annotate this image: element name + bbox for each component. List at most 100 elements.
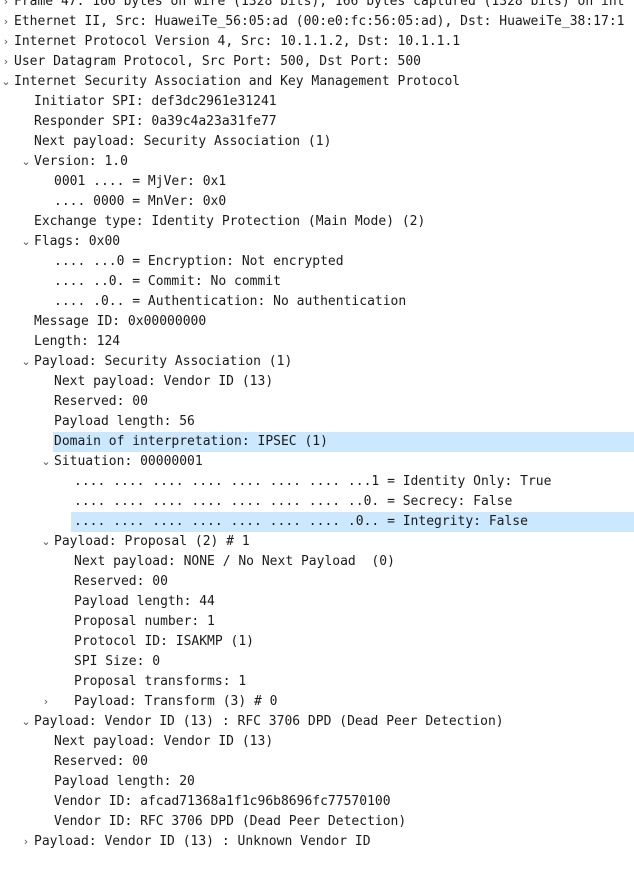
tree-row-label: Frame 47: 166 bytes on wire (1328 bits),… <box>14 0 625 9</box>
tree-row[interactable]: .... .... .... .... .... .... .... ...1 … <box>0 472 634 492</box>
chevron-right-icon[interactable]: › <box>3 55 9 68</box>
tree-row-label: Reserved: 00 <box>54 394 148 409</box>
tree-row[interactable]: ⌄Flags: 0x00 <box>0 232 634 252</box>
chevron-right-icon[interactable]: › <box>3 35 9 48</box>
tree-row-label: Protocol ID: ISAKMP (1) <box>74 634 255 649</box>
tree-row-label: Proposal number: 1 <box>74 614 215 629</box>
tree-row-label: .... .... .... .... .... .... .... ..0. … <box>74 494 513 509</box>
tree-row-label: Next payload: Vendor ID (13) <box>54 734 274 749</box>
tree-row[interactable]: › Frame 47: 166 bytes on wire (1328 bits)… <box>0 0 634 12</box>
tree-row[interactable]: Exchange type: Identity Protection (Main… <box>0 212 634 232</box>
tree-row[interactable]: ⌄Situation: 00000001 <box>0 452 634 472</box>
tree-row-label: Proposal transforms: 1 <box>74 674 247 689</box>
tree-row[interactable]: .... ...0 = Encryption: Not encrypted <box>0 252 634 272</box>
tree-row[interactable]: .... .0.. = Authentication: No authentic… <box>0 292 634 312</box>
tree-row[interactable]: › User Datagram Protocol, Src Port: 500, … <box>0 52 634 72</box>
tree-row[interactable]: ⌄Version: 1.0 <box>0 152 634 172</box>
tree-row-label: Situation: 00000001 <box>54 454 203 469</box>
tree-row-label: Domain of interpretation: IPSEC (1) <box>54 434 328 449</box>
tree-row-label: Internet Security Association and Key Ma… <box>14 74 461 89</box>
tree-row[interactable]: Vendor ID: afcad71368a1f1c96b8696fc77570… <box>0 792 634 812</box>
chevron-down-icon[interactable]: ⌄ <box>1 75 11 88</box>
tree-row[interactable]: Vendor ID: RFC 3706 DPD (Dead Peer Detec… <box>0 812 634 832</box>
tree-row[interactable]: Payload length: 56 <box>0 412 634 432</box>
tree-row-label: Payload length: 44 <box>74 594 215 609</box>
tree-row[interactable]: Payload length: 44 <box>0 592 634 612</box>
chevron-down-icon[interactable]: ⌄ <box>21 355 31 368</box>
tree-row-label: .... 0000 = MnVer: 0x0 <box>54 194 227 209</box>
tree-row[interactable]: Reserved: 00 <box>0 572 634 592</box>
tree-row[interactable]: › Internet Protocol Version 4, Src: 10.1.… <box>0 32 634 52</box>
tree-row[interactable]: Next payload: Vendor ID (13) <box>0 732 634 752</box>
tree-row-label: Reserved: 00 <box>54 754 148 769</box>
tree-row[interactable]: Responder SPI: 0a39c4a23a31fe77 <box>0 112 634 132</box>
tree-row[interactable]: Proposal transforms: 1 <box>0 672 634 692</box>
tree-row-label: .... .... .... .... .... .... .... .0.. … <box>74 514 528 529</box>
chevron-right-icon[interactable]: › <box>3 0 9 8</box>
tree-row-label: Vendor ID: RFC 3706 DPD (Dead Peer Detec… <box>54 814 407 829</box>
tree-row-label: 0001 .... = MjVer: 0x1 <box>54 174 227 189</box>
tree-row-label: Reserved: 00 <box>74 574 168 589</box>
tree-row-label: Message ID: 0x00000000 <box>34 314 207 329</box>
tree-row[interactable]: Protocol ID: ISAKMP (1) <box>0 632 634 652</box>
tree-row-label: Payload: Vendor ID (13) : RFC 3706 DPD (… <box>34 714 504 729</box>
tree-row-label: Responder SPI: 0a39c4a23a31fe77 <box>34 114 277 129</box>
tree-row[interactable]: Domain of interpretation: IPSEC (1) <box>53 432 634 452</box>
tree-row-label: Next payload: Security Association (1) <box>34 134 332 149</box>
tree-row[interactable]: Payload length: 20 <box>0 772 634 792</box>
tree-row-label: .... ..0. = Commit: No commit <box>54 274 281 289</box>
tree-row-label: Exchange type: Identity Protection (Main… <box>34 214 426 229</box>
tree-row[interactable]: › Ethernet II, Src: HuaweiTe_56:05:ad (00… <box>0 12 634 32</box>
tree-row-label: Payload length: 20 <box>54 774 195 789</box>
tree-row-label: Next payload: NONE / No Next Payload (0) <box>74 554 395 569</box>
tree-row[interactable]: ⌄Payload: Security Association (1) <box>0 352 634 372</box>
tree-row[interactable]: ⌄Payload: Vendor ID (13) : RFC 3706 DPD … <box>0 712 634 732</box>
tree-row[interactable]: Reserved: 00 <box>0 752 634 772</box>
tree-row[interactable]: SPI Size: 0 <box>0 652 634 672</box>
tree-row[interactable]: Initiator SPI: def3dc2961e31241 <box>0 92 634 112</box>
chevron-down-icon[interactable]: ⌄ <box>41 535 51 548</box>
tree-row-label: Flags: 0x00 <box>34 234 121 249</box>
tree-row[interactable]: Message ID: 0x00000000 <box>0 312 634 332</box>
chevron-right-icon[interactable]: › <box>3 15 9 28</box>
tree-row-label: .... .... .... .... .... .... .... ...1 … <box>74 474 552 489</box>
tree-row-label: Vendor ID: afcad71368a1f1c96b8696fc77570… <box>54 794 391 809</box>
tree-row[interactable]: 0001 .... = MjVer: 0x1 <box>0 172 634 192</box>
chevron-down-icon[interactable]: ⌄ <box>21 155 31 168</box>
tree-row[interactable]: ⌄Payload: Proposal (2) # 1 <box>0 532 634 552</box>
tree-row[interactable]: .... 0000 = MnVer: 0x0 <box>0 192 634 212</box>
tree-row-label: Next payload: Vendor ID (13) <box>54 374 274 389</box>
tree-row[interactable]: Reserved: 00 <box>0 392 634 412</box>
tree-row-label: SPI Size: 0 <box>74 654 161 669</box>
chevron-down-icon[interactable]: ⌄ <box>41 455 51 468</box>
tree-row-label: Payload length: 56 <box>54 414 195 429</box>
tree-row[interactable]: .... .... .... .... .... .... .... .0.. … <box>71 512 634 532</box>
tree-row[interactable]: .... .... .... .... .... .... .... ..0. … <box>0 492 634 512</box>
tree-row-label: Internet Protocol Version 4, Src: 10.1.1… <box>14 34 461 49</box>
tree-row-label: Payload: Proposal (2) # 1 <box>54 534 250 549</box>
tree-row[interactable]: Next payload: Vendor ID (13) <box>0 372 634 392</box>
tree-row[interactable]: ⌄Internet Security Association and Key M… <box>0 72 634 92</box>
tree-row-label: User Datagram Protocol, Src Port: 500, D… <box>14 54 421 69</box>
tree-row-label: Length: 124 <box>34 334 121 349</box>
tree-row-label: Ethernet II, Src: HuaweiTe_56:05:ad (00:… <box>14 14 625 29</box>
tree-row-label: Initiator SPI: def3dc2961e31241 <box>34 94 277 109</box>
tree-row-label: .... .0.. = Authentication: No authentic… <box>54 294 407 309</box>
tree-row-label: Version: 1.0 <box>34 154 128 169</box>
chevron-right-icon[interactable]: › <box>23 835 29 848</box>
tree-row-label: Payload: Security Association (1) <box>34 354 293 369</box>
tree-row-label: .... ...0 = Encryption: Not encrypted <box>54 254 344 269</box>
chevron-down-icon[interactable]: ⌄ <box>21 715 31 728</box>
tree-row[interactable]: Length: 124 <box>0 332 634 352</box>
tree-row-label: Payload: Transform (3) # 0 <box>74 694 278 709</box>
tree-row[interactable]: › Payload: Transform (3) # 0 <box>0 692 634 712</box>
tree-row[interactable]: Proposal number: 1 <box>0 612 634 632</box>
tree-row[interactable]: Next payload: NONE / No Next Payload (0) <box>0 552 634 572</box>
chevron-down-icon[interactable]: ⌄ <box>21 235 31 248</box>
chevron-right-icon[interactable]: › <box>43 695 49 708</box>
tree-row[interactable]: › Payload: Vendor ID (13) : Unknown Vendo… <box>0 832 634 852</box>
tree-row-label: Payload: Vendor ID (13) : Unknown Vendor… <box>34 834 371 849</box>
tree-row[interactable]: .... ..0. = Commit: No commit <box>0 272 634 292</box>
tree-row[interactable]: Next payload: Security Association (1) <box>0 132 634 152</box>
